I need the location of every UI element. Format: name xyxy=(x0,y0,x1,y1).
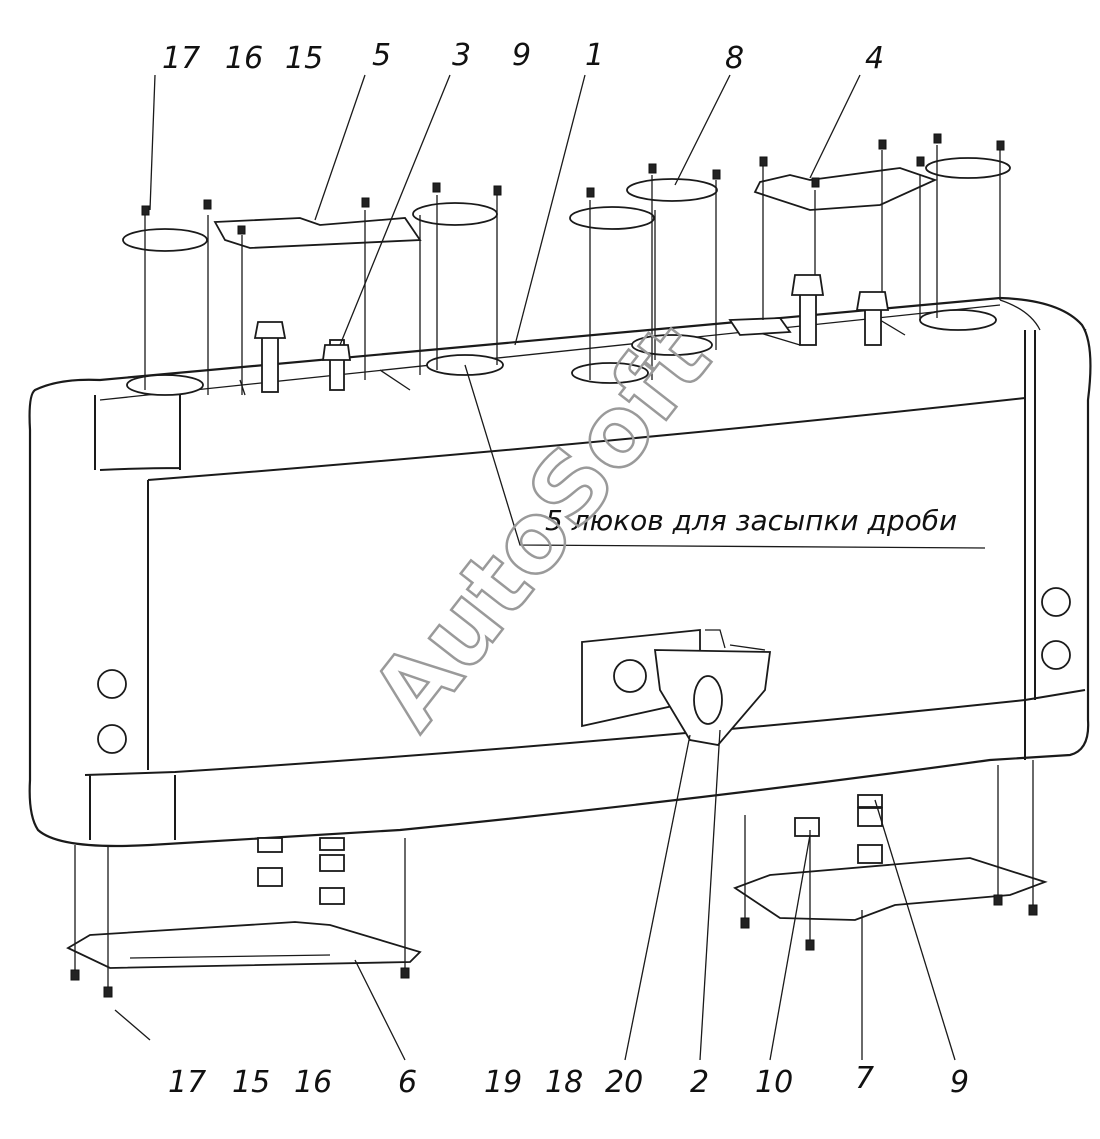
callout-9-bottom: 9 xyxy=(950,1065,969,1100)
front-socket-assembly xyxy=(581,629,772,746)
callout-3: 3 xyxy=(452,38,471,73)
leader-lines xyxy=(114,74,986,1061)
callout-10: 10 xyxy=(755,1065,793,1100)
callout-16-top: 16 xyxy=(225,41,263,76)
side-sockets xyxy=(97,587,1071,754)
assembly-lines-top xyxy=(144,145,1001,395)
callout-4: 4 xyxy=(865,41,884,76)
callout-17-bottom: 17 xyxy=(168,1065,206,1100)
callout-6: 6 xyxy=(398,1065,417,1100)
callout-8: 8 xyxy=(725,41,744,76)
callout-16-bottom: 16 xyxy=(294,1065,332,1100)
top-screws xyxy=(141,133,1005,235)
callout-18: 18 xyxy=(545,1065,583,1100)
assembly-lines-bottom xyxy=(70,760,1038,998)
callout-2: 2 xyxy=(690,1065,709,1100)
callout-9-top: 9 xyxy=(512,38,531,73)
callout-19: 19 xyxy=(484,1065,522,1100)
callout-17-top: 17 xyxy=(162,41,200,76)
callouts-top: 17 16 15 5 3 9 1 8 4 xyxy=(162,38,884,76)
callout-15-top: 15 xyxy=(285,41,323,76)
bottom-fasteners xyxy=(257,794,883,905)
callout-5: 5 xyxy=(372,38,391,73)
callouts-bottom: 17 15 16 6 19 18 20 2 10 7 9 xyxy=(168,1061,969,1100)
callout-1: 1 xyxy=(585,38,604,73)
callout-20: 20 xyxy=(605,1065,643,1100)
hatches-annotation: 5 люков для засыпки дроби xyxy=(545,504,957,537)
callout-7: 7 xyxy=(855,1061,874,1096)
bottom-plates xyxy=(66,857,1048,969)
callout-15-bottom: 15 xyxy=(232,1065,270,1100)
hatch-covers xyxy=(122,157,1011,252)
